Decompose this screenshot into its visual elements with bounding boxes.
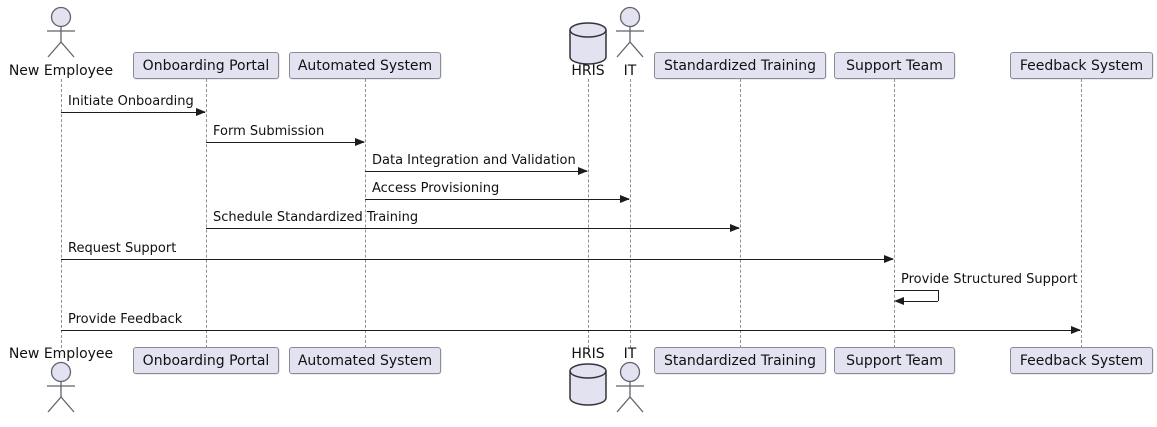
participant-label-new-employee-bottom: New Employee <box>8 346 114 362</box>
message-arrowhead-3 <box>620 195 630 203</box>
actor-icon-new-employee-top <box>41 6 81 66</box>
participant-automated-system-bottom: Automated System <box>289 347 441 374</box>
participant-support-team-top: Support Team <box>834 52 955 79</box>
message-arrowhead-2 <box>578 167 588 175</box>
participant-label-new-employee-top: New Employee <box>8 63 114 79</box>
lifeline-standardized-training <box>740 79 741 348</box>
message-label-1: Form Submission <box>213 124 325 139</box>
participant-standardized-training-top: Standardized Training <box>654 52 826 79</box>
message-line-4 <box>206 228 739 229</box>
participant-onboarding-portal-bottom: Onboarding Portal <box>133 347 279 374</box>
message-label-3: Access Provisioning <box>372 181 500 196</box>
message-self-top-6 <box>894 290 938 291</box>
message-arrowhead-5 <box>884 255 894 263</box>
participant-feedback-system-top: Feedback System <box>1010 52 1153 79</box>
message-label-4: Schedule Standardized Training <box>213 210 419 225</box>
message-arrowhead-4 <box>730 224 740 232</box>
message-label-2: Data Integration and Validation <box>372 153 576 168</box>
actor-icon-it-top <box>610 6 650 66</box>
participant-label-hris-bottom: HRIS <box>571 346 605 362</box>
participant-standardized-training-bottom: Standardized Training <box>654 347 826 374</box>
message-label-6: Provide Structured Support <box>901 272 1078 287</box>
message-arrowhead-7 <box>1071 326 1081 334</box>
actor-icon-it-bottom <box>610 361 650 421</box>
participant-label-it-top: IT <box>623 63 637 79</box>
database-icon-hris-bottom <box>568 362 608 412</box>
lifeline-new-employee <box>61 79 62 348</box>
message-self-side-6 <box>938 290 939 301</box>
participant-automated-system-top: Automated System <box>289 52 441 79</box>
lifeline-hris <box>588 79 589 348</box>
message-label-0: Initiate Onboarding <box>68 94 194 109</box>
lifeline-it <box>630 79 631 348</box>
message-label-7: Provide Feedback <box>68 312 183 327</box>
message-label-5: Request Support <box>68 241 177 256</box>
message-arrowhead-0 <box>196 108 206 116</box>
message-line-2 <box>365 171 587 172</box>
message-line-1 <box>206 142 364 143</box>
lifeline-feedback-system <box>1081 79 1082 348</box>
message-line-0 <box>61 112 205 113</box>
participant-label-it-bottom: IT <box>623 346 637 362</box>
lifeline-onboarding-portal <box>206 79 207 348</box>
lifeline-support-team <box>894 79 895 348</box>
participant-feedback-system-bottom: Feedback System <box>1010 347 1153 374</box>
message-line-3 <box>365 199 629 200</box>
message-line-7 <box>61 330 1080 331</box>
participant-onboarding-portal-top: Onboarding Portal <box>133 52 279 79</box>
database-icon-hris-top <box>568 21 608 71</box>
actor-icon-new-employee-bottom <box>41 361 81 421</box>
message-arrowhead-6 <box>894 297 904 305</box>
message-self-bottom-6 <box>903 301 938 302</box>
lifeline-automated-system <box>365 79 366 348</box>
message-arrowhead-1 <box>355 138 365 146</box>
message-line-5 <box>61 259 893 260</box>
participant-support-team-bottom: Support Team <box>834 347 955 374</box>
participant-label-hris-top: HRIS <box>571 63 605 79</box>
